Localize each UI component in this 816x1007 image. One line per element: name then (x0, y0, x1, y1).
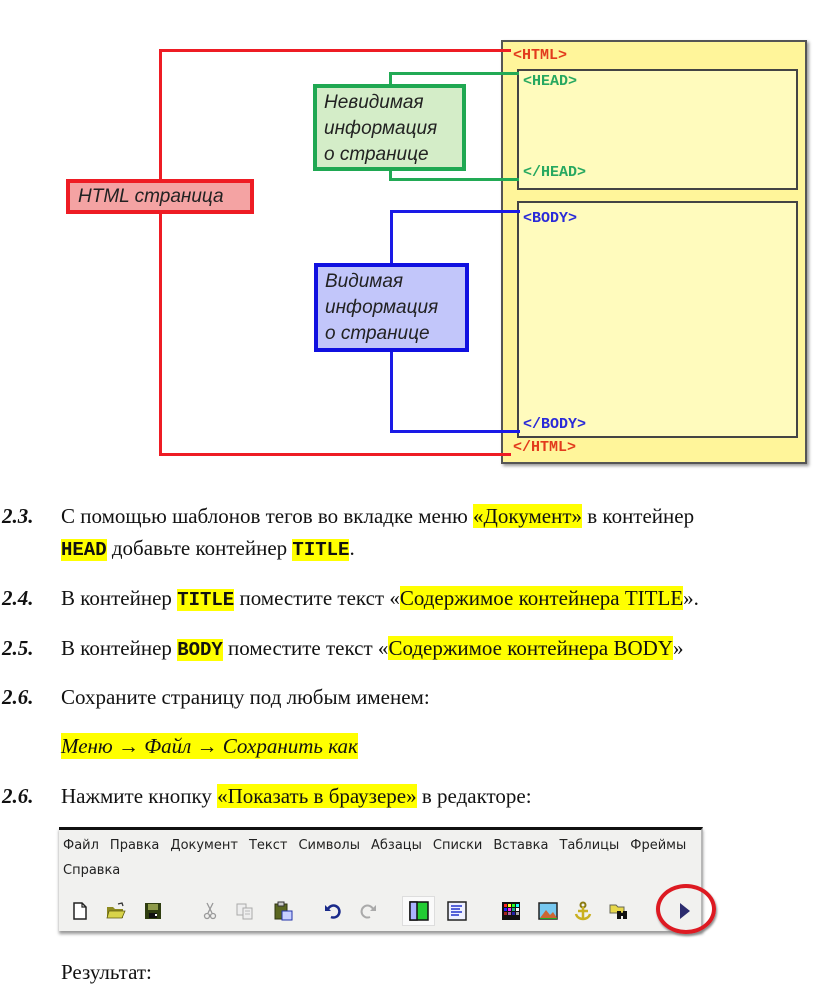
text: В контейнер (61, 586, 178, 610)
head-connector-top-stub (389, 72, 392, 86)
color-palette-icon[interactable] (500, 900, 522, 922)
image-icon[interactable] (537, 900, 559, 922)
body-container (517, 201, 798, 438)
step-number: 2.4. (2, 586, 34, 610)
split-view-button[interactable] (402, 896, 435, 926)
step-text: В контейнер BODY поместите текст «Содерж… (61, 635, 683, 663)
split-view-icon[interactable] (408, 900, 430, 922)
html-connector-bottom (159, 453, 511, 456)
html-close-tag: </HTML> (513, 439, 577, 456)
menu-symbols[interactable]: Символы (298, 838, 360, 853)
invisible-info-line: о странице (324, 144, 429, 165)
html-connector-vertical (159, 49, 162, 455)
step-text: Нажмите кнопку «Показать в браузере» в р… (61, 783, 532, 809)
code-title: TITLE (292, 539, 350, 561)
menu-insert[interactable]: Вставка (493, 838, 549, 853)
body-close-tag: </BODY> (523, 416, 587, 433)
paste-icon[interactable] (272, 900, 294, 922)
text-view-icon[interactable] (446, 900, 468, 922)
visible-info-line: Видимая (325, 271, 404, 292)
cut-icon[interactable] (199, 900, 221, 922)
head-connector-top (389, 72, 519, 75)
step-number: 2.3. (2, 504, 34, 528)
step-text-line2: HEAD добавьте контейнер TITLE. (61, 535, 355, 563)
head-open-tag: <HEAD> (523, 73, 578, 90)
head-container (517, 69, 798, 190)
invisible-info-line: Невидимая (324, 92, 424, 113)
redo-icon[interactable] (357, 900, 379, 922)
text: в контейнер (582, 504, 695, 528)
save-menu-path: Меню → Файл → Сохранить как (61, 733, 358, 759)
menu-edit[interactable]: Правка (109, 838, 160, 853)
body-connector-top-stub (390, 210, 393, 265)
body-connector-top (390, 210, 520, 213)
step-number: 2.6. (2, 784, 34, 808)
html-page-label-text: HTML страница (78, 186, 224, 207)
text: добавьте контейнер (106, 536, 293, 560)
save-icon[interactable] (142, 900, 164, 922)
menu-bar: Файл Правка Документ Текст Символы Абзац… (63, 838, 697, 853)
text: в редакторе: (416, 784, 532, 808)
html-structure-diagram: <HTML> <HEAD> </HEAD> <BODY> </BODY> </H… (0, 0, 816, 480)
text: В контейнер (61, 636, 178, 660)
menu-file[interactable]: Файл (63, 838, 99, 853)
text: Нажмите кнопку (61, 784, 218, 808)
menu-paragraphs[interactable]: Абзацы (371, 838, 422, 853)
html-connector-top (159, 49, 511, 52)
highlight-body-content: Содержимое контейнера BODY (388, 636, 673, 660)
highlight-title-content: Содержимое контейнера TITLE (399, 586, 684, 610)
menu-lists[interactable]: Списки (432, 838, 483, 853)
body-open-tag: <BODY> (523, 210, 578, 227)
head-close-tag: </HEAD> (523, 164, 587, 181)
text: » (672, 636, 684, 660)
body-connector-bottom-stub (390, 350, 393, 432)
step-text-line1: С помощью шаблонов тегов во вкладке меню… (61, 503, 694, 529)
editor-window: Файл Правка Документ Текст Символы Абзац… (59, 827, 703, 931)
head-connector-bottom (389, 178, 519, 181)
code-head: HEAD (61, 539, 107, 561)
html-page-label: HTML страница (66, 179, 254, 214)
html-open-tag: <HTML> (513, 47, 568, 64)
step-number: 2.6. (2, 685, 34, 709)
find-icon[interactable] (608, 900, 630, 922)
menu-text[interactable]: Текст (248, 838, 288, 853)
visible-info-line: о странице (325, 323, 430, 344)
undo-icon[interactable] (322, 900, 344, 922)
highlight-document-menu: «Документ» (473, 504, 583, 528)
copy-icon[interactable] (234, 900, 256, 922)
step-number: 2.5. (2, 636, 34, 660)
menu-frames[interactable]: Фреймы (630, 838, 687, 853)
highlight-show-in-browser: «Показать в браузере» (217, 784, 417, 808)
anchor-icon[interactable] (572, 900, 594, 922)
open-folder-icon[interactable] (105, 900, 127, 922)
new-file-icon[interactable] (69, 900, 91, 922)
body-connector-bottom (390, 430, 520, 433)
text: ». (683, 586, 699, 610)
text: поместите текст « (234, 586, 400, 610)
visible-info-label: Видимая информация о странице (314, 263, 469, 352)
text: . (349, 536, 355, 560)
invisible-info-line: информация (324, 118, 438, 139)
invisible-info-label: Невидимая информация о странице (313, 84, 466, 171)
menu-tables[interactable]: Таблицы (559, 838, 620, 853)
code-body: BODY (177, 639, 223, 661)
step-text: В контейнер TITLE поместите текст «Содер… (61, 585, 699, 613)
result-label: Результат: (61, 960, 152, 984)
step-text: Сохраните страницу под любым именем: (61, 685, 430, 709)
show-in-browser-highlight-circle (656, 884, 716, 934)
visible-info-line: информация (325, 297, 439, 318)
menu-help[interactable]: Справка (63, 863, 121, 878)
text: поместите текст « (222, 636, 389, 660)
text: С помощью шаблонов тегов во вкладке меню (61, 504, 474, 528)
menu-document[interactable]: Документ (170, 838, 238, 853)
head-connector-bottom-stub (389, 169, 392, 180)
code-title: TITLE (177, 589, 235, 611)
